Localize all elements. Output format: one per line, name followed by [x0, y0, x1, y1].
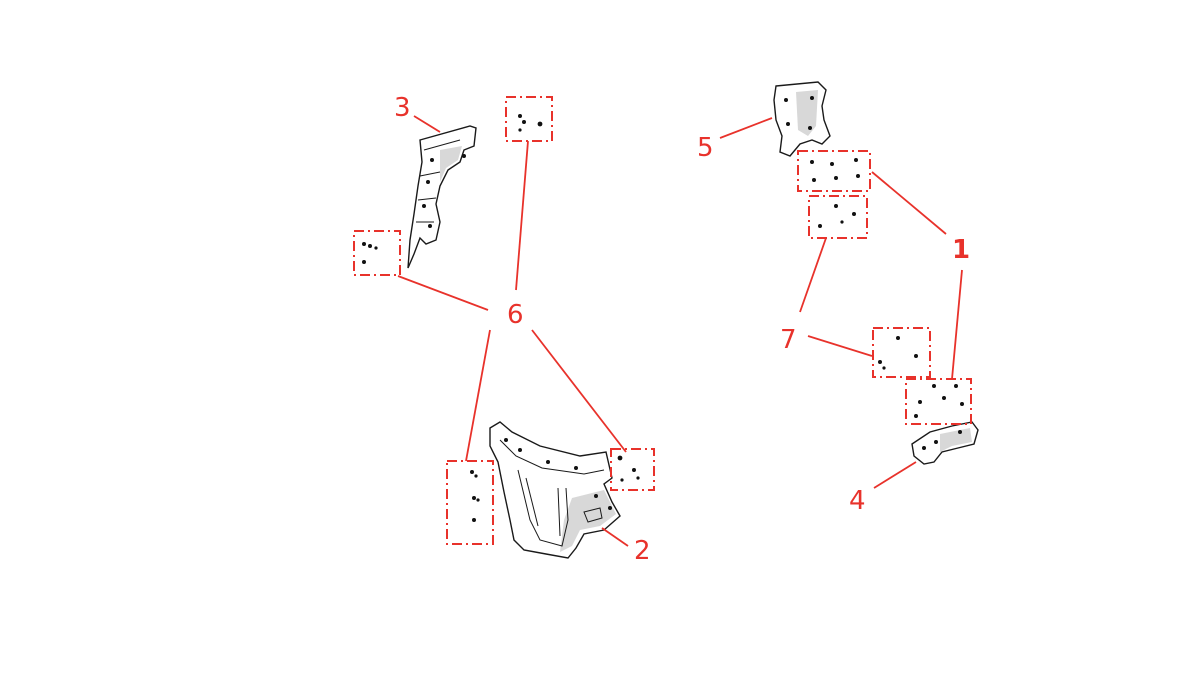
detail-box-6b [353, 230, 401, 276]
callout-label-7: 7 [780, 325, 797, 355]
detail-box-1a [797, 150, 871, 192]
callout-label-4: 4 [849, 486, 866, 516]
callout-label-3: 3 [394, 93, 411, 123]
detail-box-6c [446, 460, 494, 545]
part-3-bracket [407, 125, 477, 269]
part-4-bracket [911, 421, 979, 465]
detail-box-1b [905, 378, 972, 425]
part-5-plate [773, 81, 831, 157]
detail-box-7b [872, 327, 931, 378]
part-2-panel [489, 421, 621, 559]
detail-box-7a [808, 195, 868, 239]
callout-label-1: 1 [952, 235, 970, 265]
callout-label-5: 5 [697, 133, 714, 163]
detail-box-6a [505, 96, 553, 142]
callout-label-2: 2 [634, 536, 651, 566]
callout-label-6: 6 [507, 300, 524, 330]
leader-lines [397, 115, 963, 547]
detail-box-6d [610, 448, 655, 491]
